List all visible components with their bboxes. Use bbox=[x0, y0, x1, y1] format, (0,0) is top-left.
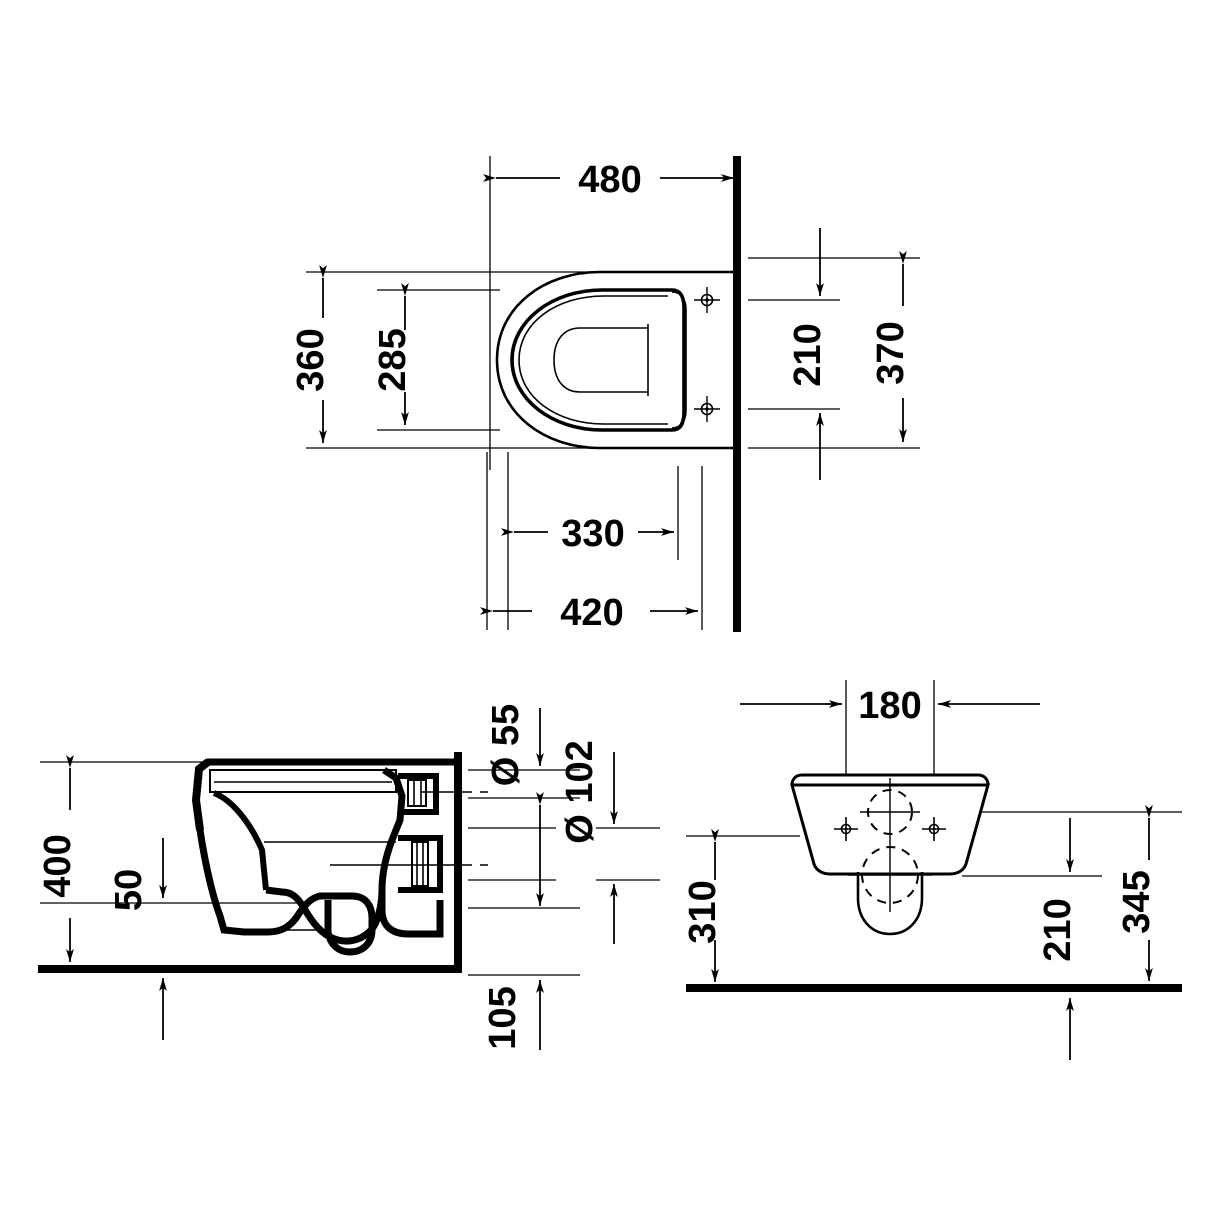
bowl-body-front-view bbox=[790, 783, 990, 876]
dimension-360: 360 bbox=[290, 265, 332, 443]
floor-line-front-view bbox=[686, 984, 1182, 992]
water-inlet-fitting bbox=[398, 773, 439, 815]
bowl-opening-outline bbox=[553, 327, 648, 393]
dimension-210-top-view: 210 bbox=[787, 228, 829, 480]
dimension-480: 480 bbox=[483, 159, 734, 201]
wall-line-side-view bbox=[454, 752, 462, 973]
dim-label-210-top-view: 210 bbox=[787, 323, 829, 386]
floor-line-side-view bbox=[38, 965, 462, 973]
dim-label-d55: Ø 55 bbox=[485, 704, 527, 786]
dim-label-480: 480 bbox=[578, 159, 641, 201]
pan-outer-outline bbox=[495, 270, 737, 450]
dim-label-420: 420 bbox=[560, 592, 623, 634]
dim-label-330: 330 bbox=[561, 513, 624, 555]
wall-line-top-view bbox=[733, 156, 741, 632]
dimension-180: 180 bbox=[740, 685, 1040, 727]
seat-outline bbox=[510, 288, 686, 432]
front-view: 180 310 210 345 bbox=[682, 680, 1182, 1060]
dim-label-360: 360 bbox=[290, 328, 332, 391]
dim-label-105: 105 bbox=[482, 986, 524, 1049]
flush-channel bbox=[378, 767, 406, 891]
top-view: 480 360 285 210 370 bbox=[290, 156, 920, 634]
seat-inner-outline bbox=[518, 295, 668, 425]
dimension-420: 420 bbox=[480, 592, 698, 634]
fixing-point-lower-top-view bbox=[694, 396, 720, 422]
dimension-345: 345 bbox=[1116, 805, 1158, 981]
fixing-point-right-front-view bbox=[922, 817, 946, 841]
dimension-105: 105 bbox=[482, 980, 544, 1050]
outlet-stub-front-view bbox=[856, 872, 924, 936]
fixing-point-left-front-view bbox=[834, 817, 858, 841]
dimension-285: 285 bbox=[372, 283, 414, 425]
dimension-310: 310 bbox=[682, 829, 724, 982]
outlet-lower-wall bbox=[378, 890, 444, 938]
dim-label-370: 370 bbox=[870, 321, 912, 384]
dimension-d102: Ø 102 bbox=[559, 740, 618, 944]
dimension-210-front-view: 210 bbox=[1037, 818, 1079, 1060]
side-view: 400 50 Ø 55 Ø 102 bbox=[37, 704, 660, 1050]
bowl-section-outer bbox=[192, 758, 456, 956]
dim-label-180: 180 bbox=[858, 685, 921, 727]
seat-underside bbox=[212, 790, 269, 891]
bowl-top-edge-front-view bbox=[790, 773, 990, 786]
dimension-370: 370 bbox=[870, 251, 912, 442]
dimension-50: 50 bbox=[108, 838, 167, 1040]
dim-label-310: 310 bbox=[682, 880, 724, 943]
dim-label-400: 400 bbox=[37, 834, 79, 897]
dimension-d55: Ø 55 bbox=[485, 704, 544, 906]
dim-label-50: 50 bbox=[108, 869, 150, 911]
bowl-front-wall bbox=[191, 758, 211, 831]
dim-label-345: 345 bbox=[1116, 870, 1158, 933]
dimension-330: 330 bbox=[501, 513, 674, 555]
dim-label-d102: Ø 102 bbox=[559, 740, 601, 844]
waste-outlet-spigot bbox=[398, 835, 443, 893]
dimension-400: 400 bbox=[37, 755, 79, 962]
dim-label-210-front-view: 210 bbox=[1037, 898, 1079, 961]
fixing-point-upper-top-view bbox=[694, 287, 720, 313]
dim-label-285: 285 bbox=[372, 328, 414, 391]
seat-hinge-edge bbox=[671, 291, 687, 429]
